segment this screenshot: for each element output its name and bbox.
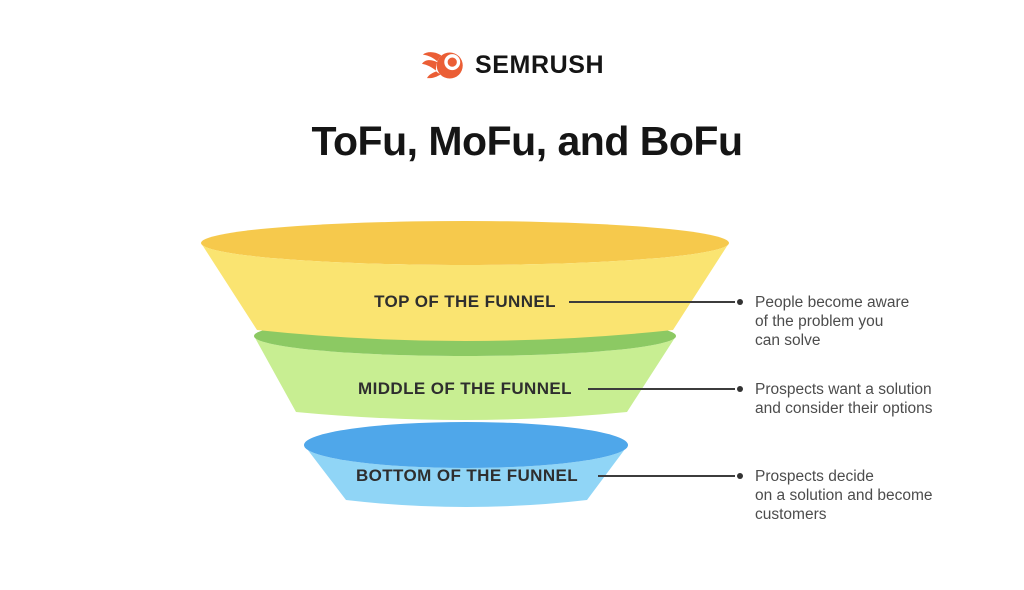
stage-label-bofu: BOTTOM OF THE FUNNEL bbox=[355, 466, 579, 485]
annotation-tofu: People become aware of the problem you c… bbox=[755, 293, 909, 350]
tofu-rim bbox=[201, 221, 729, 265]
connector-dot-tofu bbox=[737, 298, 743, 305]
semrush-logo-text: SEMRUSH bbox=[475, 51, 605, 79]
annotation-line: and consider their options bbox=[755, 400, 933, 417]
funnel-stage-bofu bbox=[304, 422, 628, 507]
annotation-line: Prospects want a solution bbox=[755, 381, 932, 398]
annotation-line: customers bbox=[755, 506, 827, 523]
flame-tail-middle bbox=[422, 60, 438, 71]
flame-ball-highlight bbox=[444, 54, 461, 71]
annotation-line: of the problem you bbox=[755, 313, 884, 330]
connector-dot-mofu bbox=[737, 385, 743, 392]
connector-line-mofu bbox=[588, 385, 743, 392]
flame-tail-bottom bbox=[427, 71, 441, 79]
semrush-logo: SEMRUSH bbox=[422, 48, 604, 83]
funnel-stage-tofu bbox=[201, 221, 729, 341]
stage-label-tofu: TOP OF THE FUNNEL bbox=[374, 292, 556, 311]
funnel-graphic bbox=[201, 221, 729, 507]
annotation-line: can solve bbox=[755, 332, 821, 349]
connector-line-tofu bbox=[569, 298, 743, 305]
bofu-body bbox=[304, 445, 628, 507]
connector-line-bofu bbox=[598, 472, 743, 479]
annotation-line: Prospects decide bbox=[755, 468, 874, 485]
bofu-rim bbox=[304, 422, 628, 468]
annotation-mofu: Prospects want a solution and consider t… bbox=[755, 380, 933, 418]
annotation-line: People become aware bbox=[755, 294, 910, 311]
stage-label-mofu: MIDDLE OF THE FUNNEL bbox=[358, 379, 572, 398]
annotation-line: on a solution and become bbox=[755, 487, 933, 504]
page-title: ToFu, MoFu, and BoFu bbox=[311, 118, 743, 164]
flame-tail-top bbox=[422, 52, 442, 62]
annotation-bofu: Prospects decide on a solution and becom… bbox=[755, 467, 933, 524]
semrush-flame-icon bbox=[422, 52, 463, 79]
mofu-body bbox=[254, 336, 676, 420]
connector-dot-bofu bbox=[737, 472, 743, 479]
tofu-body bbox=[201, 243, 729, 341]
